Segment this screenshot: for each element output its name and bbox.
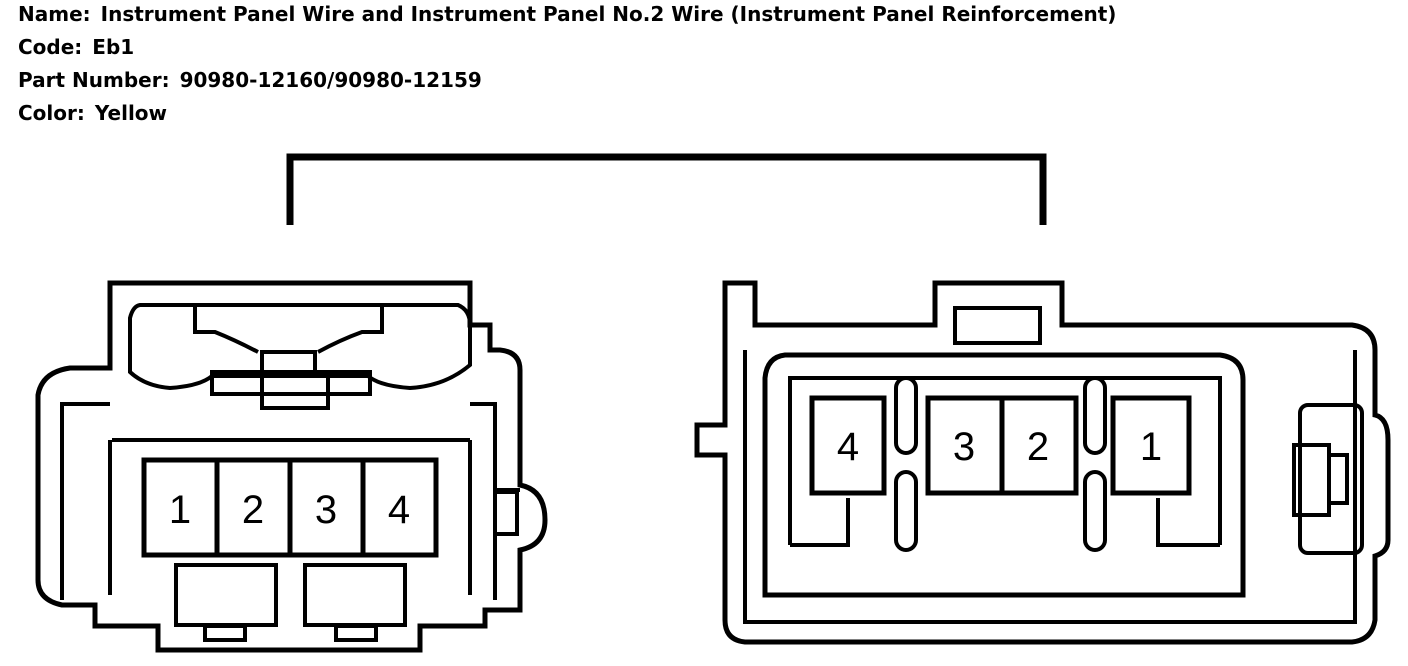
right-pin-box-4	[809, 395, 887, 496]
left-pin-label: 1	[169, 488, 191, 532]
left-pin-label: 4	[388, 488, 410, 532]
code-label: Code:	[18, 35, 83, 59]
right-connector	[694, 280, 1391, 645]
left-connector-body	[35, 280, 548, 653]
right-connector-body	[694, 280, 1391, 645]
right-side-tab-outer	[1298, 403, 1364, 555]
right-rib-2-lower	[1083, 470, 1107, 552]
right-pin-label: 1	[1140, 425, 1162, 469]
connector-info: Name: Instrument Panel Wire and Instrumen…	[18, 0, 1116, 132]
right-inner-frame	[762, 352, 1246, 598]
name-value: Instrument Panel Wire and Instrument Pan…	[100, 2, 1117, 26]
part-number-row: Part Number: 90980-12160/90980-12159	[18, 66, 1116, 99]
left-latch-bar	[210, 370, 372, 396]
right-top-latch	[953, 306, 1042, 345]
left-inner-wall-left	[60, 402, 110, 600]
right-rib-1-upper	[894, 376, 918, 455]
connection-bracket	[286, 153, 1047, 225]
left-latch-window	[128, 303, 472, 391]
color-label: Color:	[18, 101, 85, 125]
right-cavity-floor-left	[790, 498, 850, 547]
right-rib-2-upper	[1083, 376, 1107, 455]
right-cavity-floor-right	[1156, 498, 1220, 547]
left-bottom-notch-2	[334, 624, 378, 642]
left-latch-tab	[260, 350, 330, 410]
right-pin-label: 2	[1027, 425, 1049, 469]
right-side-tab-lug	[1327, 453, 1349, 505]
code-value: Eb1	[92, 35, 135, 59]
right-rib-1-lower	[894, 470, 918, 552]
left-bottom-key-1	[174, 563, 278, 627]
right-cavity-outline	[788, 376, 1222, 545]
part-number-value: 90980-12160/90980-12159	[179, 68, 482, 92]
code-row: Code: Eb1	[18, 33, 1116, 66]
name-row: Name: Instrument Panel Wire and Instrumen…	[18, 0, 1116, 33]
left-latch-arm-left	[193, 305, 259, 354]
color-row: Color: Yellow	[18, 99, 1116, 132]
left-bottom-notch-1	[203, 624, 247, 642]
right-pin-label: 3	[953, 425, 975, 469]
name-label: Name:	[18, 2, 91, 26]
part-number-label: Part Number:	[18, 68, 170, 92]
right-outer-inner-line	[743, 350, 1357, 624]
left-pin-label: 3	[315, 488, 337, 532]
left-inner-wall-right	[470, 402, 497, 600]
color-value: Yellow	[94, 101, 168, 125]
right-pin-label: 4	[837, 425, 859, 469]
left-latch-arm-right	[317, 305, 384, 354]
left-pin-label: 2	[242, 488, 264, 532]
right-pin-box-1	[1110, 395, 1192, 496]
left-side-tab	[493, 490, 519, 536]
left-bottom-key-2	[303, 563, 407, 627]
